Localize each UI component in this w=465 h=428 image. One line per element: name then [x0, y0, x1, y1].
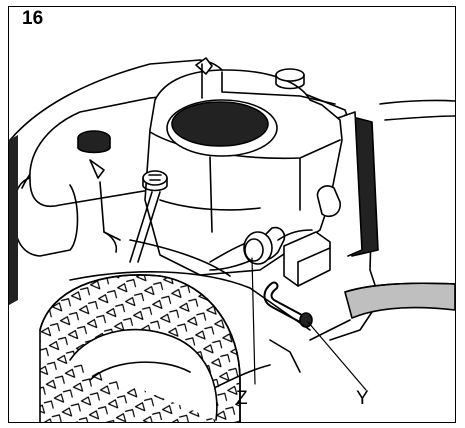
right-body-panel: [344, 282, 455, 319]
ignition-module: [283, 231, 331, 287]
callout-z-label: Z: [236, 388, 248, 409]
dipstick-cap: [129, 170, 168, 263]
fuel-cap: [77, 130, 111, 154]
fuel-filter: [209, 226, 313, 271]
leader-line-z: [251, 257, 256, 385]
figure-number: 16: [22, 8, 44, 29]
air-filter: [166, 99, 278, 157]
callout-y-label: Y: [356, 388, 369, 409]
wing-nut: [195, 57, 213, 99]
left-rail: [9, 135, 18, 305]
top-cap: [221, 68, 336, 105]
chassis: [69, 239, 351, 396]
throttle-linkage: [89, 159, 121, 253]
leader-line-y: [307, 321, 367, 391]
right-fender: [337, 99, 455, 257]
front-tire: [39, 274, 241, 422]
side-knob: [316, 185, 341, 218]
